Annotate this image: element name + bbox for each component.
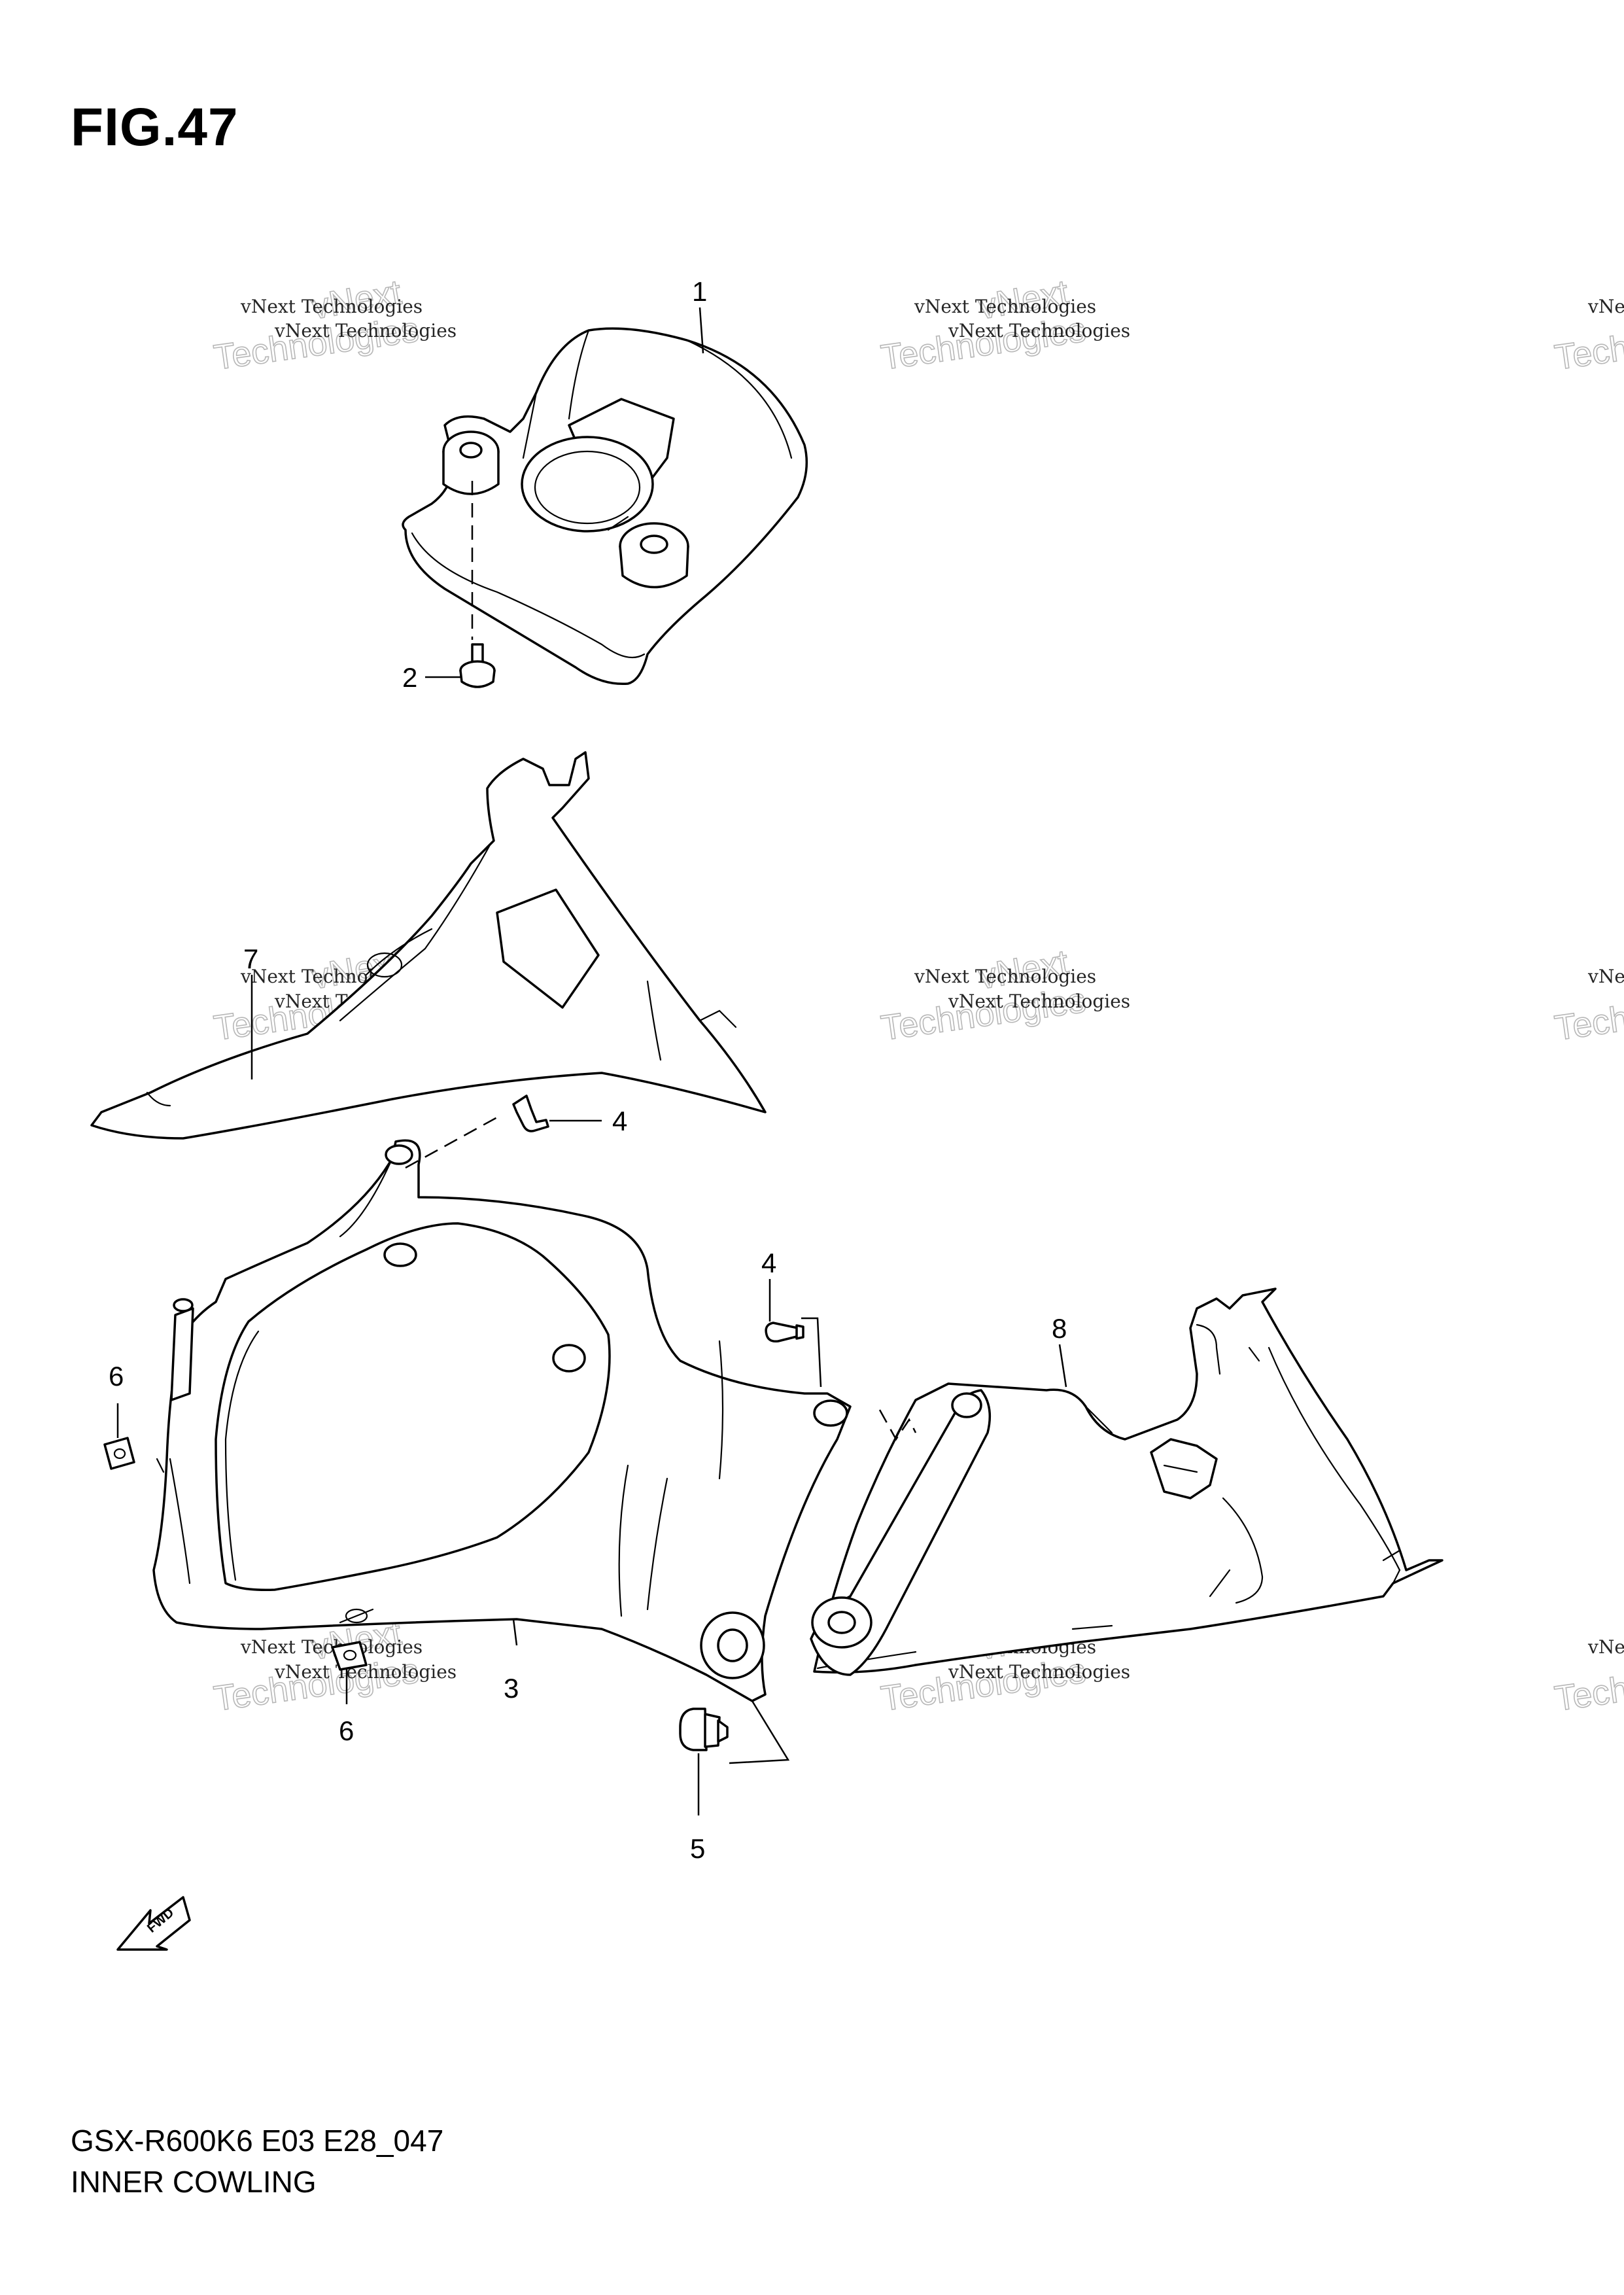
part-5-clip — [679, 1708, 729, 1751]
svg-text:Technologies: Technologies — [1552, 981, 1624, 1048]
callout-6: 6 — [339, 1715, 354, 1746]
svg-text:vNext Technologies: vNext Technologies — [1587, 966, 1624, 987]
dashed-guide-line — [405, 1116, 498, 1169]
callout-3: 3 — [504, 1673, 519, 1704]
svg-text:vNext Technologies: vNext Technologies — [948, 1661, 1130, 1683]
svg-text:vNext Technologies: vNext Technologies — [948, 990, 1130, 1012]
part-6-nut-left — [103, 1437, 135, 1470]
watermark: Technologies vNext vNext Technologies vN… — [878, 942, 1131, 1049]
part-4-rivet-lower — [765, 1322, 804, 1343]
callout-8: 8 — [1052, 1313, 1067, 1344]
leader-line — [1058, 1344, 1067, 1388]
part-3-inner-cowling — [152, 1139, 852, 1702]
watermark: Technologies vNext vNext Technologies vN… — [878, 272, 1131, 378]
dashed-guide-line — [878, 1409, 917, 1441]
leader-line — [699, 307, 704, 354]
section-name: INNER COWLING — [71, 2165, 317, 2199]
callout-7: 7 — [243, 943, 258, 974]
part-1-cover — [402, 327, 808, 686]
callout-2: 2 — [402, 662, 417, 693]
part-4-rivet-upper — [512, 1095, 549, 1132]
leader-line — [801, 1317, 822, 1388]
svg-text:vNext Technologies: vNext Technologies — [1587, 296, 1624, 317]
callout-4: 4 — [761, 1248, 776, 1278]
figure-title: FIG.47 — [71, 97, 239, 157]
callout-5: 5 — [690, 1833, 705, 1864]
callout-1: 1 — [692, 276, 707, 307]
svg-text:Technologies: Technologies — [1552, 1651, 1624, 1719]
svg-text:vNext Technologies: vNext Technologies — [914, 966, 1096, 987]
watermark: Technologies vNext Technologies — [1552, 1636, 1624, 1719]
callout-6: 6 — [109, 1361, 124, 1392]
callout-4: 4 — [612, 1106, 627, 1136]
watermark: Technologies vNext Technologies — [1552, 296, 1624, 378]
svg-text:Technologies: Technologies — [1552, 310, 1624, 377]
part-7-inner-panel — [90, 751, 767, 1140]
leader-line — [729, 1700, 790, 1764]
svg-text:vNext Technologies: vNext Technologies — [240, 296, 423, 317]
svg-text:vNext Technologies: vNext Technologies — [948, 320, 1130, 342]
svg-text:vNext Technologies: vNext Technologies — [274, 320, 457, 342]
part-2-screw — [459, 643, 496, 688]
model-code: GSX-R600K6 E03 E28_047 — [71, 2124, 444, 2158]
leader-line — [512, 1619, 518, 1646]
fwd-arrow-icon: FWD — [116, 1896, 191, 1951]
part-6-nut-lower — [331, 1641, 368, 1671]
watermark: Technologies vNext Technologies — [1552, 966, 1624, 1049]
part-8-lower-cowling — [810, 1288, 1443, 1676]
svg-text:vNext Technologies: vNext Technologies — [1587, 1636, 1624, 1658]
svg-text:vNext Technologies: vNext Technologies — [914, 296, 1096, 317]
watermark: Technologies vNext vNext Technologies vN… — [211, 272, 457, 378]
